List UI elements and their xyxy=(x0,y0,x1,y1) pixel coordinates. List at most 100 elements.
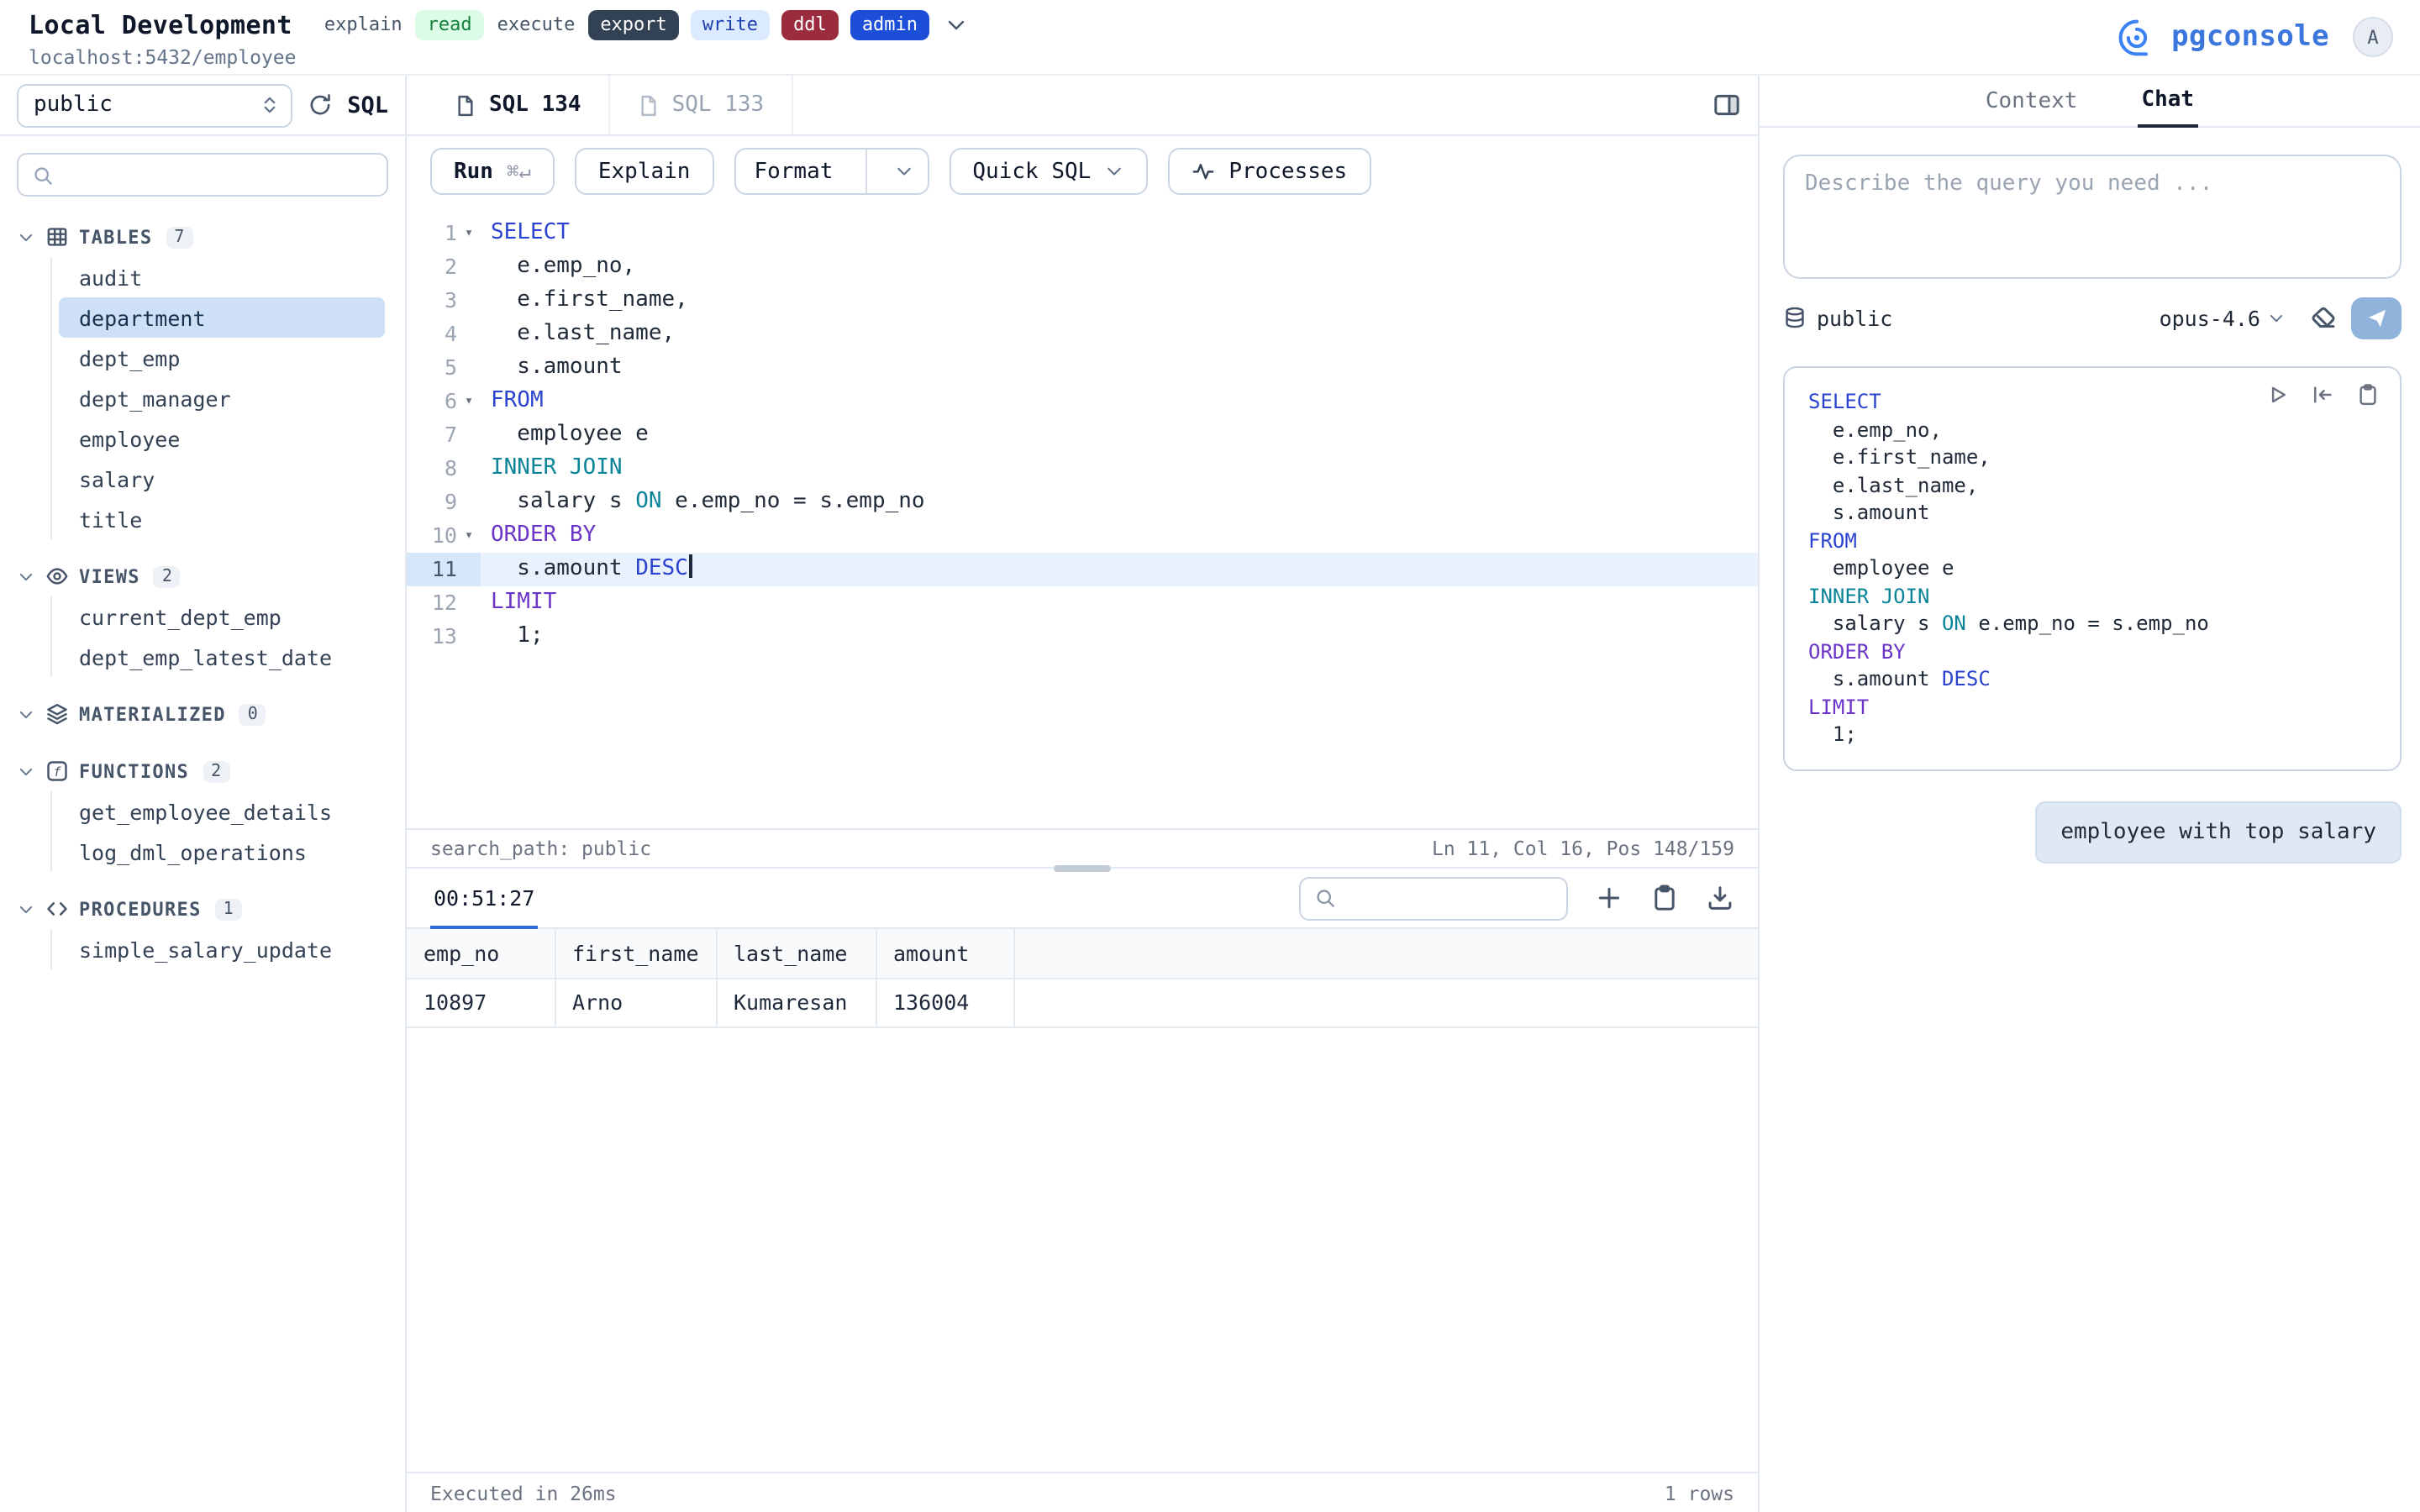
app-body: public SQL TABLES7auditdepartmentdept_em… xyxy=(0,76,2420,1512)
toggle-right-panel-button[interactable] xyxy=(1712,91,1741,119)
chat-content: public opus-4.6 xyxy=(1760,128,2420,1512)
section-header-views[interactable]: VIEWS2 xyxy=(0,556,405,596)
run-generated-query-button[interactable] xyxy=(2265,383,2289,407)
func-icon: f xyxy=(45,759,69,783)
tab-label: SQL 134 xyxy=(489,92,581,118)
fold-marker xyxy=(457,452,481,486)
sidebar-item-get_employee_details[interactable]: get_employee_details xyxy=(59,791,385,832)
chevron-down-icon[interactable] xyxy=(880,161,927,181)
copy-code-button[interactable] xyxy=(2356,383,2380,407)
code-line: 1; xyxy=(1808,721,2376,748)
section-header-procedures[interactable]: PROCEDURES1 xyxy=(0,889,405,929)
resize-handle[interactable] xyxy=(1054,865,1111,872)
assistant-tabs: Context Chat xyxy=(1760,76,2420,128)
tab-sql-133[interactable]: SQL 133 xyxy=(610,76,793,134)
processes-label: Processes xyxy=(1228,159,1347,184)
section-label: MATERIALIZED xyxy=(79,703,226,725)
code-line: e.first_name, xyxy=(1808,444,2376,471)
schema-context[interactable]: public xyxy=(1783,305,1892,330)
sidebar-item-current_dept_emp[interactable]: current_dept_emp xyxy=(59,596,385,637)
add-result-tab-button[interactable] xyxy=(1595,884,1623,912)
result-tab[interactable]: 00:51:27 xyxy=(430,869,538,929)
line-number: 2 xyxy=(407,250,457,284)
fold-marker xyxy=(457,418,481,452)
code-line: 12LIMIT xyxy=(407,586,1758,620)
schema-select[interactable]: public xyxy=(17,83,292,127)
editor-column: SQL 134 SQL 133 Run ⌘↵ Explain Format xyxy=(407,76,1758,1512)
sidebar-item-title[interactable]: title xyxy=(59,499,385,539)
layers-icon xyxy=(45,702,69,726)
results-toolbar-spacer xyxy=(565,869,1272,927)
panel-split-icon xyxy=(1712,91,1741,119)
fold-marker xyxy=(457,586,481,620)
tab-chat[interactable]: Chat xyxy=(2138,76,2197,128)
run-shortcut: ⌘↵ xyxy=(507,160,531,183)
results-search-input[interactable] xyxy=(1346,885,1553,911)
sidebar-search-input[interactable] xyxy=(64,160,373,189)
code-line: 1▾SELECT xyxy=(407,217,1758,250)
clear-chat-button[interactable] xyxy=(2309,303,2338,332)
sql-mode-label[interactable]: SQL xyxy=(347,92,388,118)
chevron-down-icon[interactable] xyxy=(944,13,968,37)
section-header-functions[interactable]: fFUNCTIONS2 xyxy=(0,751,405,791)
column-header-first_name[interactable]: first_name xyxy=(555,929,716,978)
fold-marker[interactable]: ▾ xyxy=(457,217,481,250)
chat-input-card xyxy=(1783,155,2402,279)
table-row[interactable]: 10897ArnoKumaresan136004 xyxy=(407,978,1758,1026)
code-line: 9 salary s ON e.emp_no = s.emp_no xyxy=(407,486,1758,519)
fold-marker xyxy=(457,250,481,284)
document-icon xyxy=(637,93,660,117)
copy-results-button[interactable] xyxy=(1650,884,1679,912)
refresh-button[interactable] xyxy=(307,92,332,118)
column-header-emp_no[interactable]: emp_no xyxy=(407,929,555,978)
sidebar-search xyxy=(17,153,388,197)
tab-context[interactable]: Context xyxy=(1982,76,2081,126)
download-icon xyxy=(1706,884,1734,912)
sidebar-item-dept_manager[interactable]: dept_manager xyxy=(59,378,385,418)
sidebar-item-department[interactable]: department xyxy=(59,297,385,338)
sidebar-item-dept_emp[interactable]: dept_emp xyxy=(59,338,385,378)
section-header-tables[interactable]: TABLES7 xyxy=(0,217,405,257)
model-select[interactable]: opus-4.6 xyxy=(2160,305,2286,330)
sql-editor[interactable]: 1▾SELECT2 e.emp_no,3 e.first_name,4 e.la… xyxy=(407,207,1758,828)
format-button[interactable]: Format xyxy=(734,148,929,195)
badge-execute: execute xyxy=(496,10,577,40)
chat-input[interactable] xyxy=(1785,156,2400,277)
run-button[interactable]: Run ⌘↵ xyxy=(430,148,555,195)
code-line: 13 1; xyxy=(407,620,1758,654)
editor-toolbar: Run ⌘↵ Explain Format Quick SQL Pr xyxy=(407,136,1758,207)
avatar[interactable]: A xyxy=(2353,17,2393,57)
processes-button[interactable]: Processes xyxy=(1168,148,1370,195)
tab-sql-134[interactable]: SQL 134 xyxy=(427,76,610,134)
editor-tabbar: SQL 134 SQL 133 xyxy=(407,76,1758,136)
results-table-area: emp_nofirst_namelast_nameamount10897Arno… xyxy=(407,929,1758,1472)
code-text: salary s ON e.emp_no = s.emp_no xyxy=(481,486,925,519)
sidebar-item-employee[interactable]: employee xyxy=(59,418,385,459)
line-number: 3 xyxy=(407,284,457,318)
fold-marker xyxy=(457,284,481,318)
column-header-last_name[interactable]: last_name xyxy=(716,929,876,978)
line-number: 12 xyxy=(407,586,457,620)
tabbar-spacer xyxy=(792,76,1712,134)
sidebar-item-dept_emp_latest_date[interactable]: dept_emp_latest_date xyxy=(59,637,385,677)
select-stepper-icon xyxy=(258,94,280,116)
code-text: SELECT xyxy=(481,217,570,250)
fold-marker[interactable]: ▾ xyxy=(457,385,481,418)
code-text: e.first_name, xyxy=(481,284,688,318)
badge-read: read xyxy=(416,10,484,40)
sidebar-item-salary[interactable]: salary xyxy=(59,459,385,499)
sidebar-item-log_dml_operations[interactable]: log_dml_operations xyxy=(59,832,385,872)
sidebar-item-simple_salary_update[interactable]: simple_salary_update xyxy=(59,929,385,969)
send-button[interactable] xyxy=(2351,297,2402,339)
badge-ddl: ddl xyxy=(781,10,839,40)
explain-button[interactable]: Explain xyxy=(575,148,714,195)
section-header-materialized[interactable]: MATERIALIZED0 xyxy=(0,694,405,734)
assistant-code-block: SELECT e.emp_no, e.first_name, e.last_na… xyxy=(1783,366,2402,770)
insert-to-editor-button[interactable] xyxy=(2311,383,2334,407)
column-header-amount[interactable]: amount xyxy=(876,929,1013,978)
download-results-button[interactable] xyxy=(1706,884,1734,912)
quick-sql-button[interactable]: Quick SQL xyxy=(949,148,1148,195)
code-line: FROM xyxy=(1808,527,2376,554)
fold-marker[interactable]: ▾ xyxy=(457,519,481,553)
sidebar-item-audit[interactable]: audit xyxy=(59,257,385,297)
